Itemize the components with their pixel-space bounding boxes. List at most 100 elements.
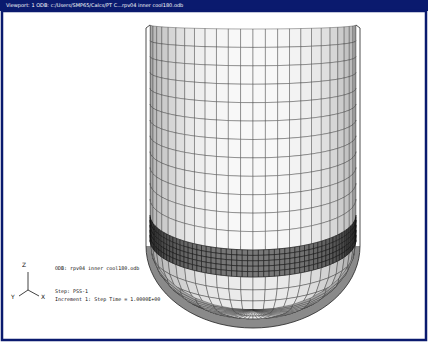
mesh-element xyxy=(269,271,274,277)
mesh-element xyxy=(269,249,274,255)
mesh-element xyxy=(309,265,313,271)
mesh-element xyxy=(253,309,273,311)
mesh-element xyxy=(216,229,228,249)
mesh-element xyxy=(355,104,357,122)
mesh-element xyxy=(241,139,253,158)
mesh-element xyxy=(237,250,242,256)
mesh-element xyxy=(217,288,230,300)
mesh-element xyxy=(355,88,357,106)
mesh-element xyxy=(202,267,207,273)
mesh-element xyxy=(349,125,353,144)
mesh-element xyxy=(253,213,265,232)
mesh-element xyxy=(312,152,322,172)
mesh-element xyxy=(345,250,347,257)
mesh-element xyxy=(244,310,253,315)
mesh-element xyxy=(228,194,240,213)
mesh-element xyxy=(206,268,211,274)
mesh-element xyxy=(226,265,231,271)
mesh-element xyxy=(278,29,290,47)
mesh-element xyxy=(290,47,301,66)
mesh-element xyxy=(289,273,301,288)
mesh-element xyxy=(355,235,356,242)
mesh-element xyxy=(241,103,253,122)
mesh-element xyxy=(330,45,338,63)
mesh-element xyxy=(221,248,226,254)
mesh-element xyxy=(153,141,157,160)
mesh-element xyxy=(228,231,240,250)
mesh-element xyxy=(216,102,228,121)
axis-line xyxy=(28,290,39,296)
mesh-element xyxy=(176,98,185,117)
mesh-element xyxy=(241,84,253,103)
mesh-element xyxy=(216,47,228,66)
mesh-element xyxy=(185,46,195,64)
mesh-element xyxy=(226,260,231,266)
mesh-element xyxy=(194,136,205,155)
mesh-element xyxy=(180,261,184,268)
mesh-element xyxy=(347,248,349,255)
mesh-element xyxy=(301,46,312,65)
mesh-element xyxy=(248,266,253,271)
mesh-element xyxy=(151,58,153,76)
mesh-element xyxy=(344,127,349,146)
mesh-element xyxy=(176,186,185,206)
mesh-element xyxy=(326,259,330,266)
mesh-element xyxy=(349,59,353,77)
mesh-element xyxy=(151,138,153,157)
mesh-element xyxy=(253,272,258,277)
mesh-element xyxy=(344,77,349,95)
mesh-element xyxy=(216,258,221,264)
mesh-element xyxy=(194,46,205,65)
mesh-element xyxy=(168,45,176,63)
mesh-element xyxy=(205,83,216,102)
mesh-element xyxy=(151,106,153,124)
mesh-element xyxy=(185,28,195,46)
head-outer-shell xyxy=(146,246,360,328)
mesh-element xyxy=(157,60,162,78)
mesh-element xyxy=(273,305,292,310)
mesh-element xyxy=(353,74,355,92)
mesh-element xyxy=(215,308,234,311)
mesh-element xyxy=(176,221,185,242)
mesh-element xyxy=(264,255,269,261)
mesh-element xyxy=(237,266,242,272)
mesh-element xyxy=(168,183,176,203)
mesh-element xyxy=(185,99,195,118)
mesh-element xyxy=(355,73,357,91)
mesh-element xyxy=(295,268,300,274)
mesh-element xyxy=(216,156,228,175)
mesh-element xyxy=(155,246,157,253)
mesh-element xyxy=(280,248,285,254)
mesh-element xyxy=(241,158,253,177)
mesh-element xyxy=(194,64,205,83)
mesh-element xyxy=(211,247,216,253)
mesh-element xyxy=(241,176,253,195)
mesh-element xyxy=(330,183,338,203)
mesh-element xyxy=(188,263,192,269)
mesh-element xyxy=(253,301,264,310)
mesh-element xyxy=(157,77,162,95)
mesh-element xyxy=(226,249,231,255)
mesh-element xyxy=(269,265,274,271)
mesh-element xyxy=(253,139,265,158)
mesh-element xyxy=(321,98,330,117)
mesh-element xyxy=(280,270,285,276)
mesh-element xyxy=(265,231,277,250)
mesh-element xyxy=(162,112,168,131)
mesh-element xyxy=(248,261,253,266)
mesh-element xyxy=(274,265,279,271)
mesh-element xyxy=(248,310,253,316)
mesh-element xyxy=(221,254,226,260)
mesh-element xyxy=(151,122,153,141)
mesh-element xyxy=(216,120,228,139)
viewport-title: Viewport: 1 ODB: c:/Users/SMP65/Calcs/PT… xyxy=(6,3,183,8)
mesh-element xyxy=(228,212,240,231)
mesh-element xyxy=(229,289,242,301)
mesh-element xyxy=(321,168,330,188)
mesh-element xyxy=(349,75,353,93)
mesh-element xyxy=(355,41,357,58)
mesh-element xyxy=(349,92,353,110)
mesh-element xyxy=(237,271,242,277)
mesh-element xyxy=(265,276,277,290)
